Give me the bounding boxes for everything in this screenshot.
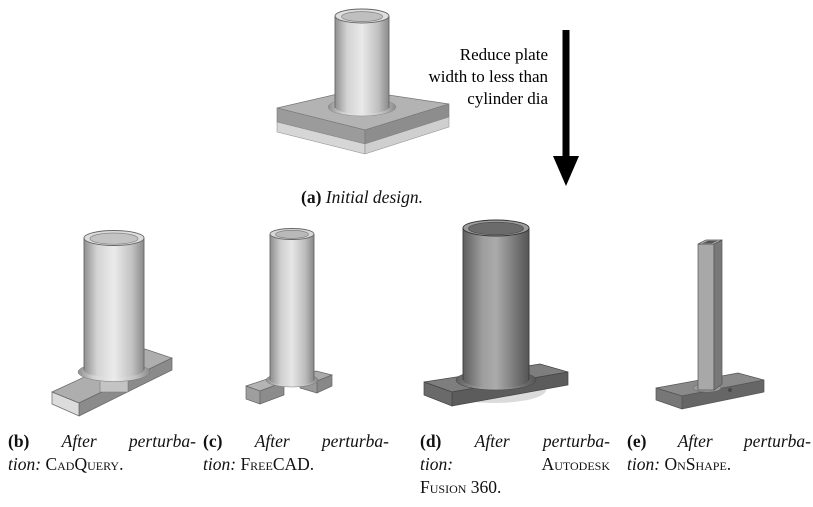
caption-e-line1: (e) After perturba- [627,431,811,451]
caption-b-label: (b) [8,431,30,451]
cylinder [455,219,537,391]
caption-a-text: Initial design. [325,187,423,207]
perturbation-annotation: Reduce plate width to less than cylinder… [398,44,548,110]
caption-d-line2: tion: Autodesk [420,454,610,474]
caption-e: (e) After perturba- tion: OnShape. [627,430,811,476]
tool-name-cadquery: CadQuery. [45,454,124,474]
cylinder [77,230,151,393]
cylinder [327,8,397,117]
annotation-line: width to less than [428,67,548,86]
caption-e-line2: tion: OnShape. [627,454,732,474]
caption-e-label: (e) [627,431,647,451]
caption-d-line3: Fusion 360. [420,476,610,499]
bar-hole [728,388,732,392]
tool-name-fusion-360: Fusion 360. [420,477,502,497]
caption-d-label: (d) [420,431,442,451]
figure-a-initial-design-render [276,8,450,155]
caption-c-line1: (c) After perturba- [203,431,389,451]
caption-d-line1: (d) After perturba- [420,431,610,451]
tool-name-autodesk: Autodesk [541,454,610,474]
caption-c: (c) After perturba- tion: FreeCAD. [203,430,389,476]
caption-b-line1: (b) After perturba- [8,431,196,451]
caption-a-label: (a) [301,187,322,207]
annotation-line: cylinder dia [467,89,548,108]
tool-name-onshape: OnShape. [664,454,732,474]
tube-hole [702,240,718,244]
figure-c-freecad-render [244,228,334,405]
figure-e-onshape-render [655,239,765,410]
annotation-line: Reduce plate [459,45,548,64]
caption-a: (a) Initial design. [242,186,482,208]
caption-c-line2: tion: FreeCAD. [203,454,315,474]
down-arrow-icon [553,30,579,186]
square-plate [276,89,450,155]
figure-b-cadquery-render [51,230,173,417]
figure-d-fusion360-render [423,219,569,407]
caption-d: (d) After perturba- tion: Autodesk Fusio… [420,430,610,499]
cylinder [265,228,319,388]
tool-name-freecad: FreeCAD. [240,454,315,474]
caption-b-line2: tion: CadQuery. [8,454,124,474]
caption-c-label: (c) [203,431,223,451]
square-tube-column [692,239,723,393]
caption-b: (b) After perturba- tion: CadQuery. [8,430,196,476]
